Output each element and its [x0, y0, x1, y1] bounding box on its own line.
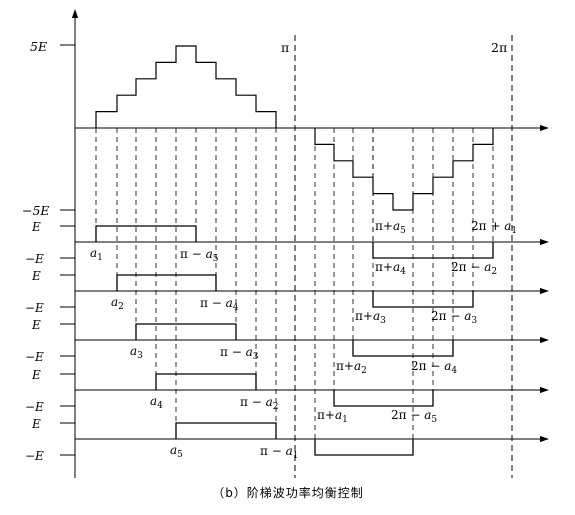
label-start-positive: a1 — [90, 246, 103, 263]
staircase-waveform — [95, 45, 494, 211]
pulse-row-2: E −E a2 π − a4 π+a4 2π − a2 — [25, 260, 549, 315]
positive-pulse — [135, 323, 237, 340]
label-negE: −E — [25, 400, 44, 414]
label-end-positive: π − a4 — [200, 296, 239, 313]
negative-half-staircase — [314, 128, 494, 211]
negative-pulse — [314, 439, 414, 456]
pulse-row-5: E −E a5 π − a1 π+a1 2π − a5 — [25, 408, 549, 463]
pulse-row-4: E −E a4 π − a2 π+a2 2π − a4 — [25, 359, 549, 414]
label-E: E — [31, 220, 41, 234]
label-negE: −E — [25, 252, 44, 266]
pulse-row-3: E −E a3 π − a3 π+a3 2π − a3 — [25, 309, 549, 364]
label-start-negative: π+a2 — [336, 359, 367, 376]
label-negE: −E — [25, 449, 44, 463]
label-end-positive: π − a2 — [240, 395, 278, 412]
label-pi: π — [281, 40, 289, 55]
label-end-negative: 2π − a4 — [411, 359, 457, 376]
figure-caption: （b）阶梯波功率均衡控制 — [212, 485, 364, 500]
label-start-negative: π+a5 — [375, 219, 406, 236]
negative-pulse — [372, 242, 494, 259]
label-negE: −E — [25, 301, 44, 315]
label-E: E — [31, 318, 41, 332]
label-E: E — [31, 368, 41, 382]
pulse-row-1: E −E a1 π − a5 π+a5 2π + a1 — [25, 219, 549, 266]
label-start-negative: π+a3 — [355, 309, 386, 326]
label-negE: −E — [25, 350, 44, 364]
label-5E: 5E — [30, 39, 47, 54]
label-start-positive: a4 — [150, 394, 163, 411]
label-neg5E: −5E — [22, 203, 50, 218]
positive-half-staircase — [95, 45, 277, 128]
label-end-positive: π − a3 — [220, 345, 259, 362]
label-E: E — [31, 269, 41, 283]
label-end-positive: π − a5 — [180, 247, 219, 264]
pulse-rows: E −E a1 π − a5 π+a5 2π + a1 E −E a2 π − a4 π+a4 2π … — [25, 219, 549, 463]
negative-pulse — [372, 291, 474, 308]
negative-pulse — [352, 340, 454, 357]
label-start-positive: a3 — [130, 344, 143, 361]
label-start-positive: a2 — [111, 295, 124, 312]
label-end-negative: 2π − a3 — [431, 309, 477, 326]
positive-pulse — [95, 225, 197, 242]
positive-pulse — [175, 422, 277, 439]
positive-pulse — [155, 373, 257, 390]
negative-pulse — [333, 390, 434, 407]
label-end-negative: 2π + a1 — [471, 219, 517, 236]
label-end-negative: 2π − a2 — [451, 260, 497, 277]
label-end-positive: π − a1 — [260, 444, 298, 461]
label-start-positive: a5 — [170, 443, 183, 460]
label-E: E — [31, 417, 41, 431]
label-start-negative: π+a1 — [317, 408, 348, 425]
label-start-negative: π+a4 — [375, 260, 406, 277]
label-2pi: 2π — [491, 40, 507, 55]
label-end-negative: 2π − a5 — [391, 408, 437, 425]
positive-pulse — [116, 274, 217, 291]
dashed-guide-lines — [95, 35, 513, 478]
